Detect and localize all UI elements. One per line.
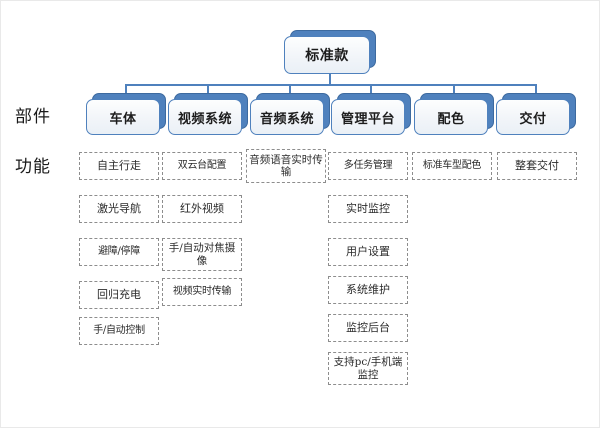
node-delivery[interactable]: 交付	[496, 93, 576, 135]
function-item[interactable]: 用户设置	[328, 238, 408, 266]
function-item-label: 自主行走	[97, 158, 141, 172]
node-face: 标准款	[284, 36, 370, 74]
node-label: 管理平台	[340, 111, 395, 127]
connector-drop-3	[289, 84, 291, 94]
function-item[interactable]: 红外视频	[162, 195, 242, 223]
node-face: 车体	[86, 99, 160, 135]
function-item-label: 红外视频	[180, 201, 224, 215]
node-root-label: 标准款	[305, 48, 349, 64]
function-item-label: 手/自动控制	[93, 325, 145, 337]
function-item-label: 视频实时传输	[172, 286, 232, 298]
function-item[interactable]: 音频语音实时传输	[246, 149, 326, 183]
function-item-label: 实时监控	[346, 201, 390, 215]
function-item[interactable]: 视频实时传输	[162, 278, 242, 306]
function-item[interactable]: 系统维护	[328, 276, 408, 304]
function-item[interactable]: 回归充电	[79, 281, 159, 309]
node-color-scheme[interactable]: 配色	[414, 93, 494, 135]
node-management-platform[interactable]: 管理平台	[331, 93, 411, 135]
function-item[interactable]: 多任务管理	[328, 152, 408, 180]
connector-root-trunk	[329, 74, 331, 85]
function-item-label: 标准车型配色	[422, 160, 482, 172]
node-face: 交付	[496, 99, 570, 135]
function-item-label: 系统维护	[346, 282, 390, 296]
node-label: 视频系统	[177, 111, 232, 127]
function-item-label: 监控后台	[346, 320, 390, 334]
function-item[interactable]: 支持pc/手机端监控	[328, 352, 408, 385]
function-item-label: 用户设置	[346, 244, 390, 258]
connector-drop-6	[535, 84, 537, 94]
connector-bus	[125, 84, 536, 86]
function-item-label: 回归充电	[97, 287, 141, 301]
row-label-functions: 功能	[15, 157, 51, 177]
node-video-system[interactable]: 视频系统	[168, 93, 248, 135]
function-item-label: 整套交付	[515, 158, 559, 172]
function-item[interactable]: 手/自动控制	[79, 317, 159, 345]
node-face: 管理平台	[331, 99, 405, 135]
node-audio-system[interactable]: 音频系统	[250, 93, 330, 135]
function-item-label: 支持pc/手机端监控	[333, 356, 403, 381]
function-item[interactable]: 标准车型配色	[412, 152, 492, 180]
function-item-label: 双云台配置	[177, 160, 227, 172]
function-item[interactable]: 整套交付	[497, 152, 577, 180]
connector-drop-2	[207, 84, 209, 94]
node-label: 交付	[519, 111, 547, 127]
node-label: 车体	[109, 111, 137, 127]
function-item-label: 激光导航	[97, 201, 141, 215]
function-item[interactable]: 自主行走	[79, 152, 159, 180]
node-root[interactable]: 标准款	[284, 30, 376, 74]
node-vehicle-body[interactable]: 车体	[86, 93, 166, 135]
function-item[interactable]: 手/自动对焦摄像	[162, 238, 242, 271]
function-item[interactable]: 监控后台	[328, 314, 408, 342]
connector-drop-5	[453, 84, 455, 94]
function-item[interactable]: 避障/停障	[79, 238, 159, 266]
node-label: 配色	[437, 111, 465, 127]
function-item-label: 避障/停障	[98, 246, 140, 258]
connector-drop-4	[370, 84, 372, 94]
row-label-parts: 部件	[15, 107, 51, 127]
node-face: 音频系统	[250, 99, 324, 135]
function-item[interactable]: 实时监控	[328, 195, 408, 223]
node-face: 配色	[414, 99, 488, 135]
function-item-label: 音频语音实时传输	[249, 153, 323, 178]
node-face: 视频系统	[168, 99, 242, 135]
function-item[interactable]: 激光导航	[79, 195, 159, 223]
function-item-label: 多任务管理	[343, 160, 393, 172]
node-label: 音频系统	[259, 111, 314, 127]
function-item-label: 手/自动对焦摄像	[168, 242, 236, 267]
connector-drop-1	[125, 84, 127, 94]
function-item[interactable]: 双云台配置	[162, 152, 242, 180]
